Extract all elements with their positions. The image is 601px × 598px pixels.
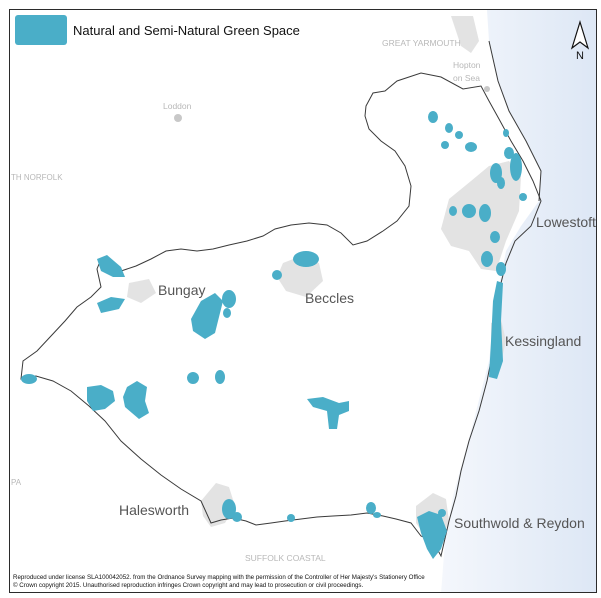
map-frame: GREAT YARMOUTH Hopton on Sea Loddon TH N… (9, 9, 597, 593)
legend-label: Natural and Semi-Natural Green Space (73, 22, 300, 38)
green-space-patch (307, 397, 349, 429)
place-bungay: Bungay (158, 282, 205, 298)
place-loddon: Loddon (163, 101, 192, 111)
green-space-patch (293, 251, 319, 267)
green-space-patch (417, 511, 447, 559)
place-suffolk-coastal: SUFFOLK COASTAL (245, 553, 326, 563)
green-space-patch (462, 204, 476, 218)
green-space-patch (489, 281, 503, 379)
green-space-patch (215, 370, 225, 384)
green-space-patch (97, 255, 125, 277)
green-space-patch (366, 502, 376, 514)
green-space-patch (481, 251, 493, 267)
place-labels: GREAT YARMOUTH Hopton on Sea Loddon TH N… (11, 38, 596, 563)
north-arrow-icon (570, 19, 590, 50)
green-space-patch (497, 177, 505, 189)
green-space-patch (123, 381, 149, 419)
credit-line-1: Reproduced under license SLA100042052. f… (13, 574, 425, 581)
credit-line-2: © Crown copyright 2015. Unauthorised rep… (13, 582, 364, 589)
green-space-patch (87, 385, 115, 411)
sea-area (441, 10, 596, 592)
green-space-patch (272, 270, 282, 280)
place-south-norfolk: TH NORFOLK (11, 173, 63, 182)
loddon-marker (174, 114, 182, 122)
green-space-patch (187, 372, 199, 384)
green-space-patch (21, 374, 37, 384)
green-space-patch (373, 512, 381, 518)
green-space-patches (21, 111, 527, 559)
urban-areas (127, 16, 521, 541)
place-great-yarmouth: GREAT YARMOUTH (382, 38, 461, 48)
legend-swatch (15, 15, 67, 45)
green-space-patch (504, 147, 514, 159)
green-space-patch (222, 499, 236, 519)
green-space-patch (455, 131, 463, 139)
green-space-patch (428, 111, 438, 123)
green-space-patch (445, 123, 453, 133)
place-pa: PA (11, 478, 22, 487)
minor-features (174, 86, 490, 122)
place-southwold: Southwold & Reydon (454, 515, 585, 531)
north-arrow-label: N (576, 50, 584, 62)
green-space-patch (97, 297, 125, 313)
green-space-patch (503, 129, 509, 137)
place-kessingland: Kessingland (505, 333, 581, 349)
green-space-patch (441, 141, 449, 149)
copyright-credit: Reproduced under license SLA100042052. f… (13, 574, 425, 590)
green-space-patch (191, 293, 223, 339)
urban-great-yarmouth (451, 16, 479, 53)
place-beccles: Beccles (305, 290, 354, 306)
map-legend: Natural and Semi-Natural Green Space (15, 15, 300, 45)
place-hopton: Hopton (453, 60, 481, 70)
urban-beccles (277, 256, 323, 297)
green-space-patch (465, 142, 477, 152)
coastline (488, 40, 542, 202)
map-canvas: GREAT YARMOUTH Hopton on Sea Loddon TH N… (11, 10, 596, 592)
green-space-patch (519, 193, 527, 201)
green-space-patch (490, 231, 500, 243)
place-lowestoft: Lowestoft (536, 214, 596, 230)
urban-bungay (127, 279, 156, 303)
green-space-patch (479, 204, 491, 222)
green-space-patch (232, 512, 242, 522)
green-space-patch (223, 308, 231, 318)
district-boundary (20, 72, 542, 558)
green-space-patch (287, 514, 295, 522)
hopton-marker (484, 86, 490, 92)
green-space-patch (222, 290, 236, 308)
green-space-patch (449, 206, 457, 216)
green-space-patch (438, 509, 446, 517)
place-on-sea: on Sea (453, 73, 480, 83)
place-halesworth: Halesworth (119, 502, 189, 518)
green-space-patch (496, 262, 506, 276)
green-space-patch (510, 153, 522, 181)
